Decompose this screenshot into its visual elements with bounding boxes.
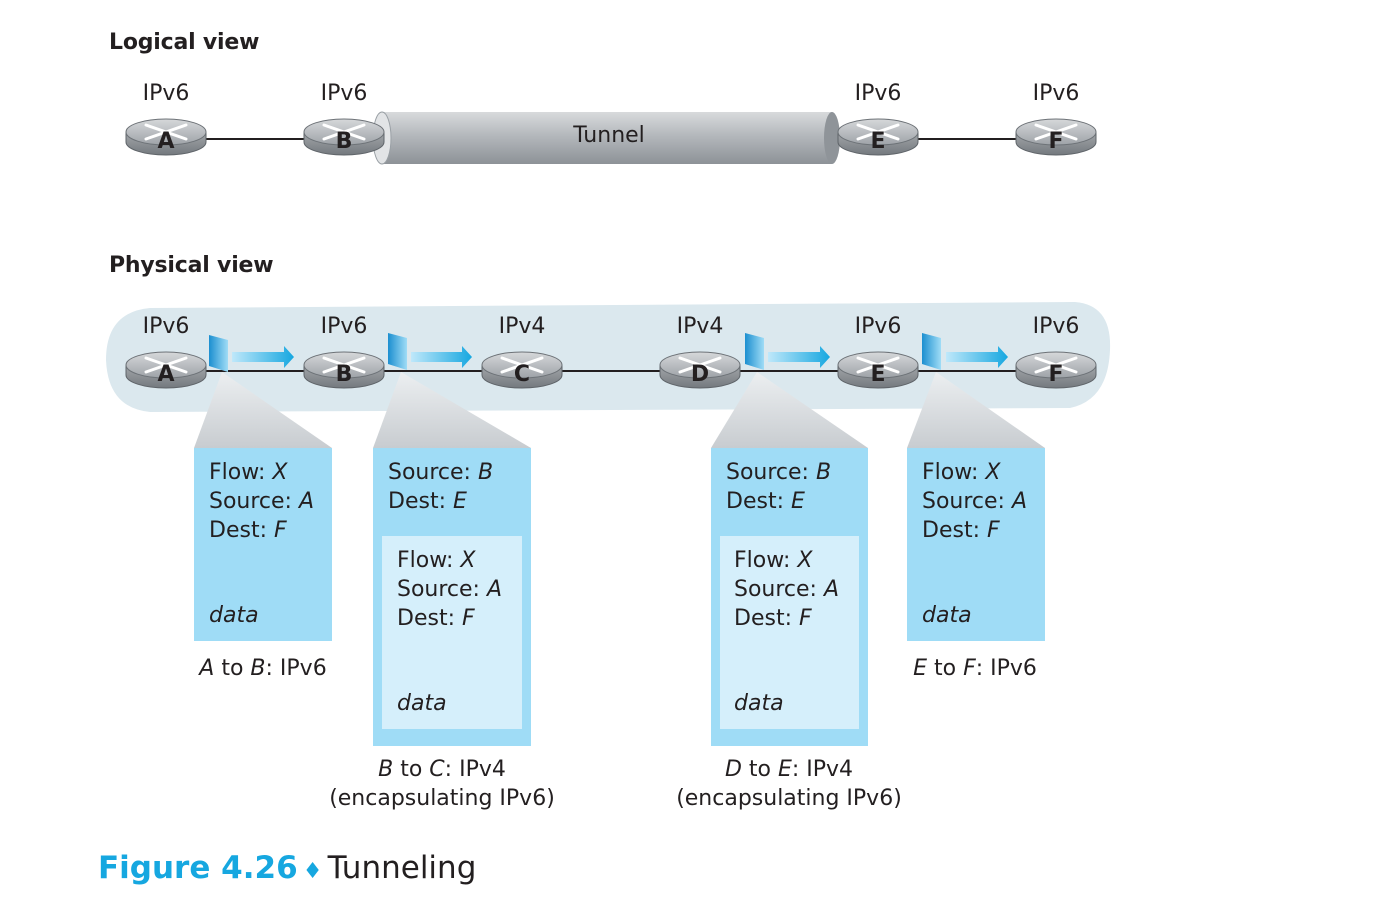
packet-ab: Flow: X Source: A Dest: F data (194, 448, 332, 641)
packet-de-inner: Flow: X Source: A Dest: F data (720, 536, 859, 729)
packet-ef: Flow: X Source: A Dest: F data (907, 448, 1045, 641)
physical-router-b-label: B (336, 362, 353, 387)
physical-proto-d: IPv4 (676, 314, 724, 339)
logical-proto-e: IPv6 (854, 81, 902, 106)
logical-router-f-label: F (1048, 129, 1063, 154)
logical-router-e-label: E (870, 129, 885, 154)
packet-ef-source: Source: A (922, 489, 1028, 514)
physical-router-a: A (125, 351, 207, 389)
physical-router-d-label: D (691, 362, 709, 387)
routers: A B E F A B C D E F (125, 118, 1097, 389)
packet-ab-data: data (209, 603, 259, 628)
logical-router-a-label: A (157, 129, 174, 154)
callout-cone-ef (907, 372, 1045, 448)
physical-view-title: Physical view (109, 253, 274, 278)
physical-router-e: E (837, 351, 919, 389)
caption-bc: B to C: IPv4 (encapsulating IPv6) (329, 757, 555, 811)
logical-proto-b: IPv6 (320, 81, 368, 106)
packet-bc-outer-dest: Dest: E (388, 489, 467, 514)
physical-router-c-label: C (514, 362, 530, 387)
physical-router-e-label: E (870, 362, 885, 387)
packet-de: Source: B Dest: E Flow: X Source: A Dest… (711, 448, 868, 746)
packet-de-inner-flow: Flow: X (734, 548, 813, 573)
physical-router-a-label: A (157, 362, 174, 387)
packet-ab-source: Source: A (209, 489, 315, 514)
packet-ef-flow: Flow: X (922, 460, 1001, 485)
logical-router-e: E (837, 118, 919, 156)
callout-cone-de (711, 372, 868, 448)
physical-proto-c: IPv4 (498, 314, 546, 339)
physical-router-b: B (303, 351, 385, 389)
physical-proto-b: IPv6 (320, 314, 368, 339)
packet-icon-bc (388, 333, 472, 370)
logical-router-f: F (1015, 118, 1097, 156)
callout-cone-bc (373, 372, 531, 448)
packet-icon-de (745, 333, 830, 370)
packet-de-data: data (734, 691, 784, 716)
physical-router-f: F (1015, 351, 1097, 389)
packet-de-inner-source: Source: A (734, 577, 840, 602)
packet-icon-ef (922, 333, 1008, 370)
caption-de: D to E: IPv4 (encapsulating IPv6) (676, 757, 902, 811)
logical-proto-a: IPv6 (142, 81, 190, 106)
packet-de-outer-source: Source: B (726, 460, 832, 485)
packet-ab-flow: Flow: X (209, 460, 288, 485)
packet-bc-inner-dest: Dest: F (397, 606, 475, 631)
logical-router-a: A (125, 118, 207, 156)
figure-number: Figure 4.26 (98, 850, 298, 886)
packet-bc-data: data (397, 691, 447, 716)
callout-cone-ab (194, 372, 332, 448)
packet-ef-dest: Dest: F (922, 518, 1000, 543)
packet-bc-outer-source: Source: B (388, 460, 494, 485)
figure-separator-icon: ♦ (302, 859, 323, 884)
tunnel-pipe (372, 111, 840, 165)
tunnel-label: Tunnel (573, 123, 645, 148)
packet-bc-inner-source: Source: A (397, 577, 503, 602)
packet-ab-dest: Dest: F (209, 518, 287, 543)
physical-router-c: C (481, 351, 563, 389)
logical-router-b: B (303, 118, 385, 156)
packet-icon-ab (209, 335, 294, 372)
packet-de-outer-dest: Dest: E (726, 489, 805, 514)
packet-bc-inner-flow: Flow: X (397, 548, 476, 573)
physical-proto-a: IPv6 (142, 314, 190, 339)
physical-proto-e: IPv6 (854, 314, 902, 339)
packet-bc: Source: B Dest: E Flow: X Source: A Dest… (373, 448, 531, 746)
figure-caption: Figure 4.26 ♦ Tunneling (98, 850, 476, 886)
caption-ab: A to B: IPv6 (199, 656, 327, 681)
logical-proto-f: IPv6 (1032, 81, 1080, 106)
packet-de-inner-dest: Dest: F (734, 606, 812, 631)
physical-router-d: D (659, 351, 741, 389)
figure-title: Tunneling (327, 850, 477, 886)
logical-view-title: Logical view (109, 30, 260, 55)
packet-bc-inner: Flow: X Source: A Dest: F data (382, 536, 522, 729)
physical-router-f-label: F (1048, 362, 1063, 387)
physical-proto-f: IPv6 (1032, 314, 1080, 339)
packet-ef-data: data (922, 603, 972, 628)
caption-ef: E to F: IPv6 (913, 656, 1037, 681)
logical-router-b-label: B (336, 129, 353, 154)
